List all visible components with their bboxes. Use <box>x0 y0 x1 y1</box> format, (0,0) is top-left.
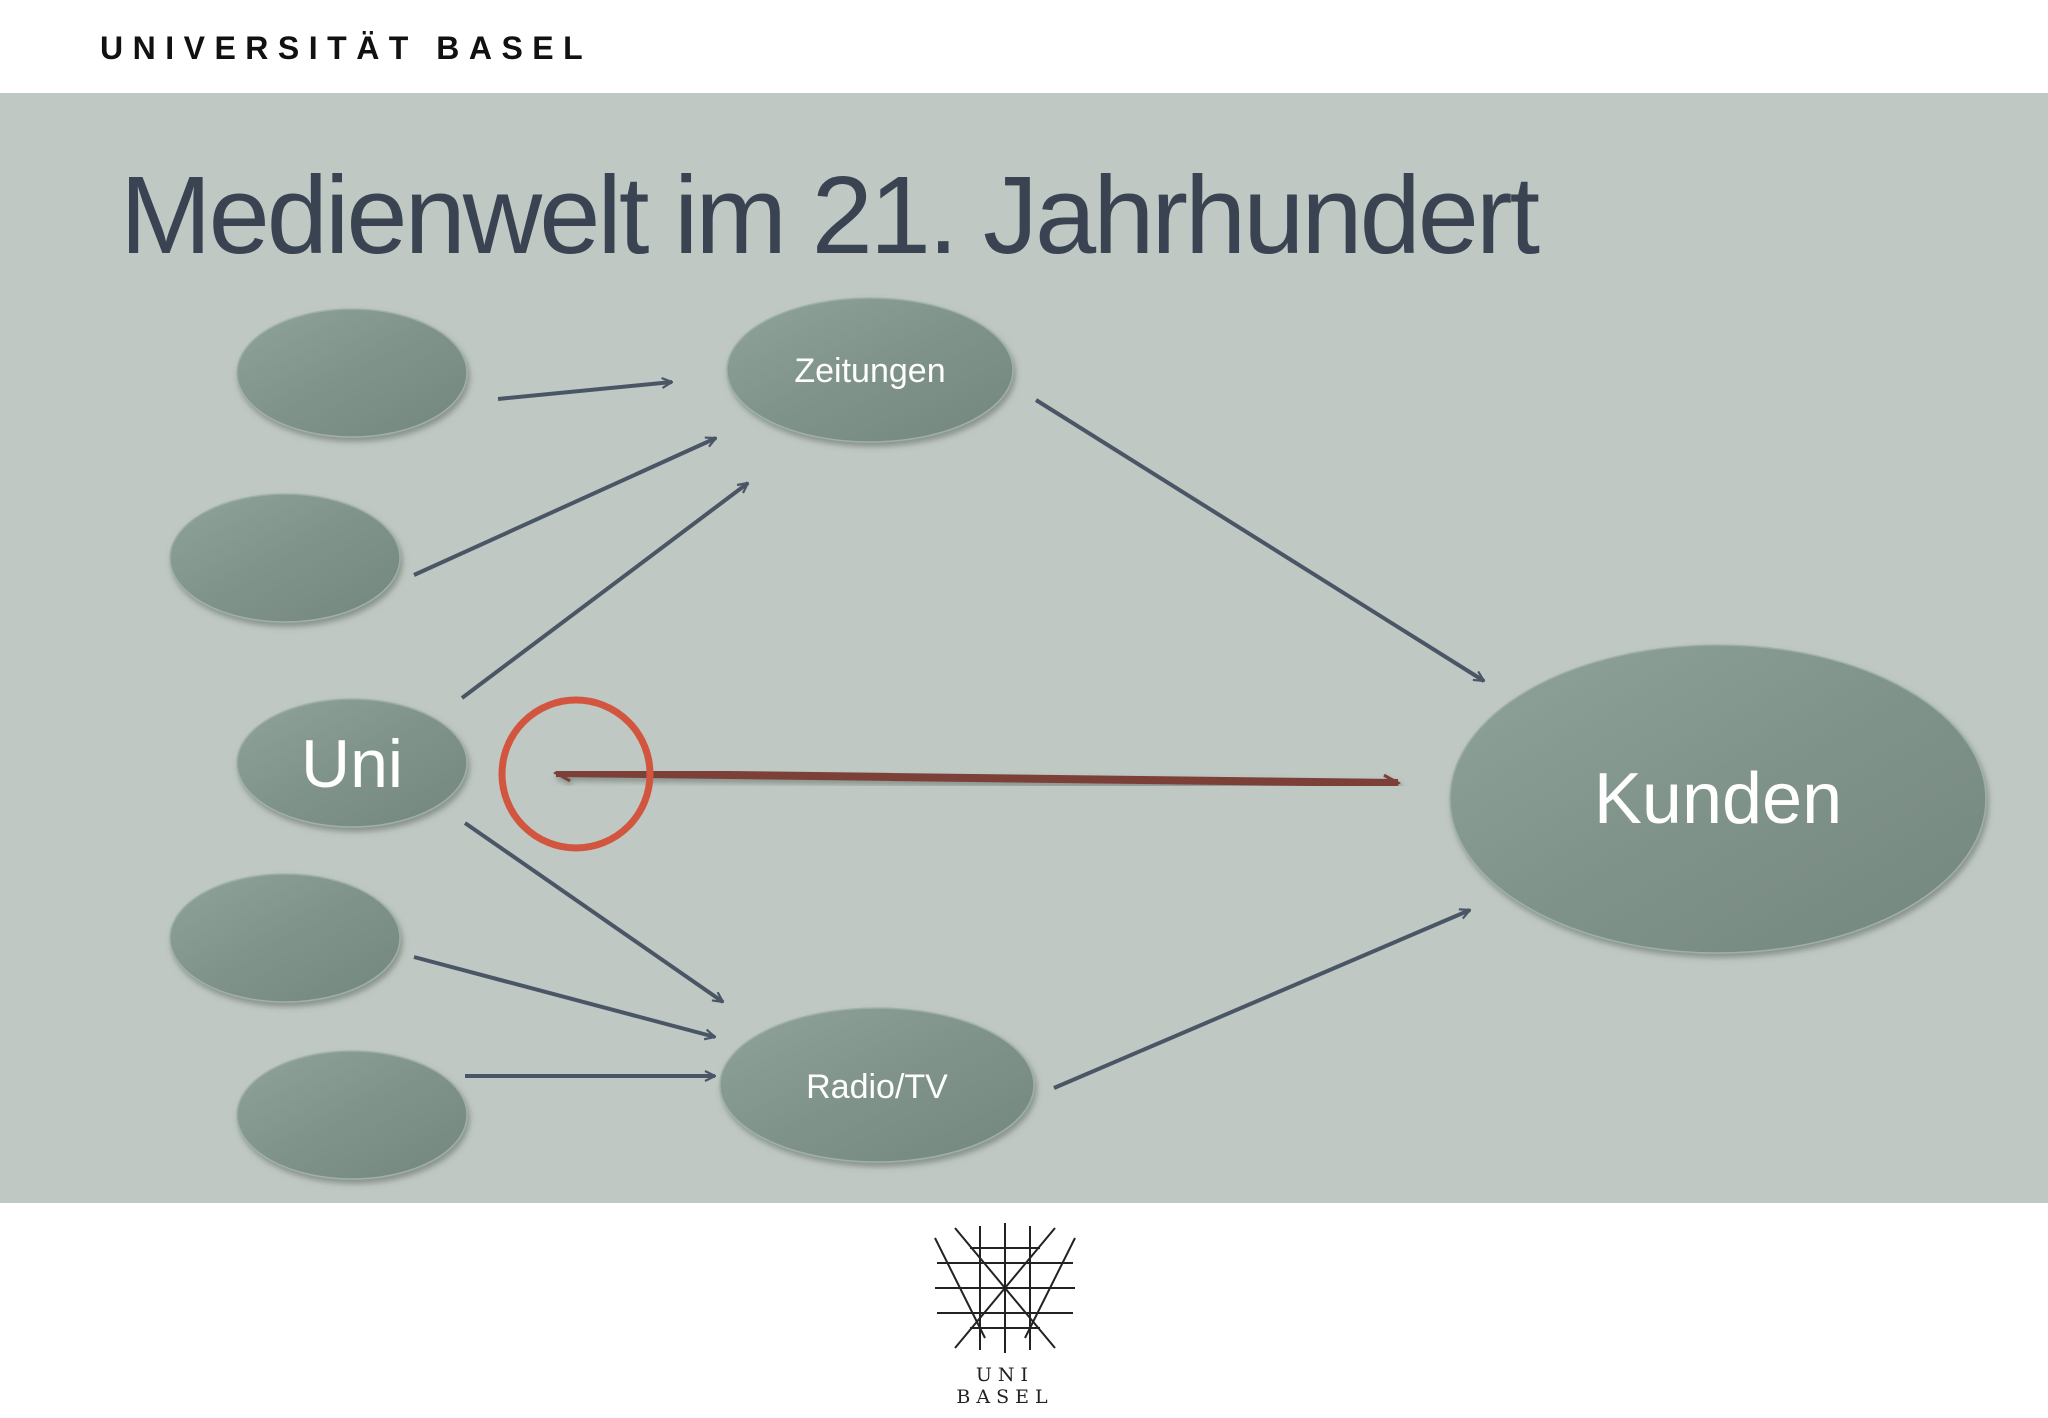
node-source-2 <box>169 493 401 623</box>
arrow-uni-kunden-bidirectional <box>556 773 1398 783</box>
arrow-source1-to-zeitungen <box>497 382 672 401</box>
arrow-source4-to-radio-tv <box>413 955 715 1037</box>
node-uni-label: Uni <box>301 726 403 802</box>
node-zeitungen-label: Zeitungen <box>794 352 945 390</box>
slide-title: Medienwelt im 21. Jahrhundert <box>120 154 1540 277</box>
node-source-5 <box>236 1050 468 1180</box>
logo-text-line1: UNI <box>976 1364 1034 1386</box>
node-source-1 <box>236 308 468 438</box>
arrow-uni-to-zeitungen <box>460 481 748 700</box>
highlight-circle <box>498 696 654 852</box>
node-zeitungen <box>726 297 1014 443</box>
node-kunden-label: Kunden <box>1594 759 1842 839</box>
arrow-zeitungen-to-kunden <box>1034 398 1484 683</box>
media-diagram: Uni Zeitungen Radio/TV Kunden <box>169 297 1987 1180</box>
logo-text-line2: BASEL <box>956 1386 1053 1408</box>
arrow-radio-tv-to-kunden <box>1053 908 1470 1090</box>
header: UNIVERSITÄT BASEL <box>0 0 2048 93</box>
node-uni <box>236 698 468 828</box>
arrow-source2-to-zeitungen <box>413 436 716 577</box>
arrow-uni-to-radio-tv <box>463 821 723 1004</box>
node-radio-tv <box>719 1007 1035 1163</box>
node-kunden <box>1449 644 1987 954</box>
university-brand: UNIVERSITÄT BASEL <box>100 30 593 66</box>
arrows <box>413 382 1484 1090</box>
node-radio-tv-label: Radio/TV <box>806 1068 948 1106</box>
node-source-4 <box>169 873 401 1003</box>
uni-basel-logo: UNI BASEL <box>934 1223 1076 1408</box>
